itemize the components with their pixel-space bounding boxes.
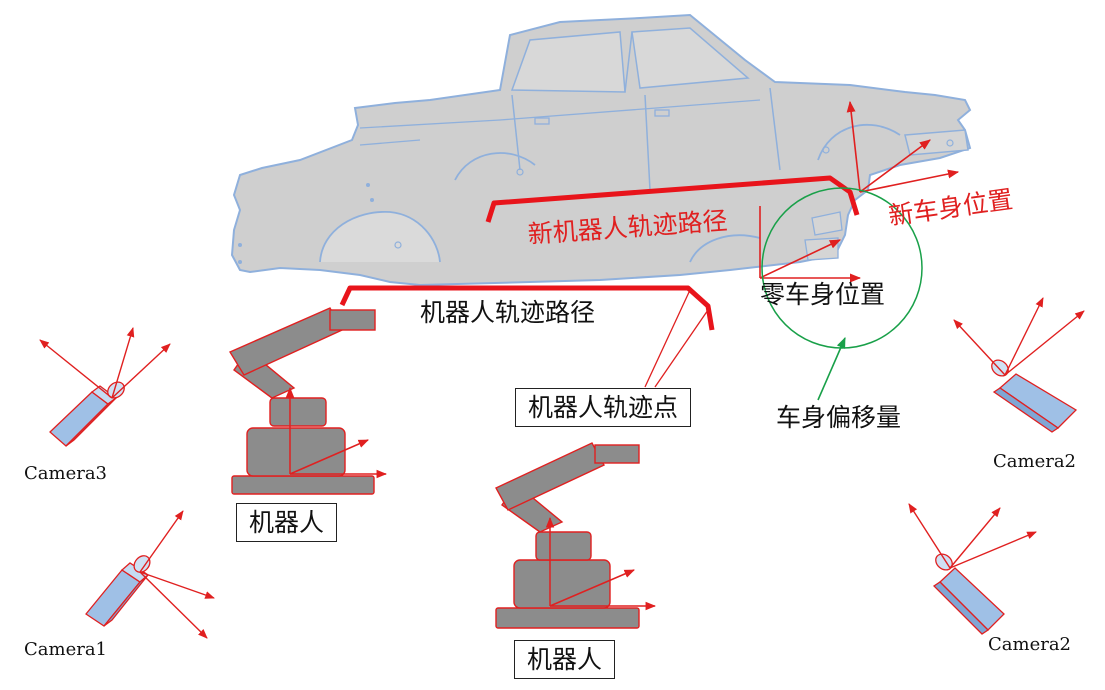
camera3-label: Camera3 <box>24 463 108 484</box>
car-body <box>230 13 972 287</box>
robot-left-axes <box>285 386 388 479</box>
zero-body-position-label: 零车身位置 <box>760 280 886 309</box>
camera2-top-icon <box>953 297 1085 433</box>
robot-path-label: 机器人轨迹路径 <box>420 298 596 327</box>
offset-arrow <box>817 336 846 401</box>
robot-center <box>495 442 640 629</box>
camera1-label: Camera1 <box>24 639 108 660</box>
body-offset-label: 车身偏移量 <box>776 403 902 432</box>
robot-point-label: 机器人轨迹点 <box>515 388 692 427</box>
robot-center-axes <box>545 516 657 611</box>
new-robot-path-line <box>485 175 860 223</box>
robot-center-label: 机器人 <box>514 640 616 679</box>
camera1-icon <box>85 510 215 639</box>
zero-body-frame-axes <box>759 206 862 283</box>
robot-path-line <box>339 285 715 331</box>
camera2-top-label: Camera2 <box>993 451 1077 472</box>
robot-left-label: 机器人 <box>236 503 338 542</box>
robot-point-pointer-1 <box>644 289 691 388</box>
camera2-bottom-icon <box>908 503 1037 635</box>
robot-left <box>228 307 376 495</box>
robot-point-pointer-2 <box>654 309 709 388</box>
camera3-icon <box>39 327 171 447</box>
camera2-bottom-label: Camera2 <box>988 634 1072 655</box>
new-body-frame-axes <box>846 100 960 193</box>
